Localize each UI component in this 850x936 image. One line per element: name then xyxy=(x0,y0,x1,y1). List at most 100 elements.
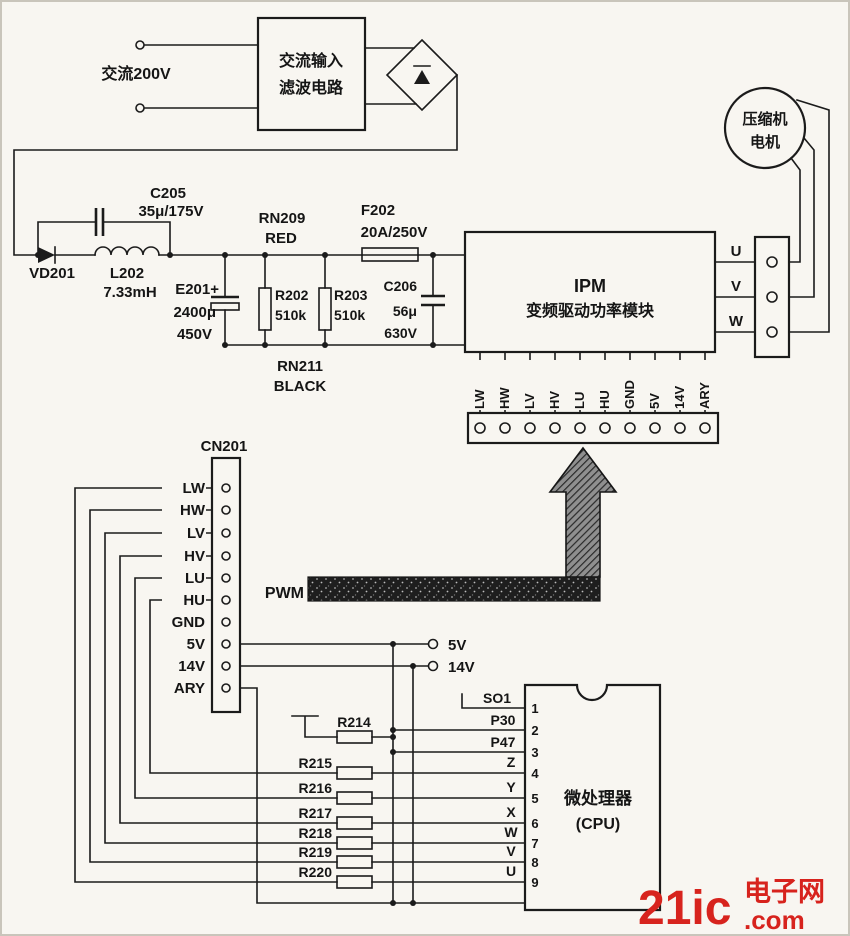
cn201-pin-14v: 14V xyxy=(178,658,205,675)
c205-value: 35μ/175V xyxy=(138,203,203,220)
l202-value: 7.33mH xyxy=(103,284,156,301)
ipm-label-line1: IPM xyxy=(574,276,606,296)
ipm-pin-label-5v: 5V xyxy=(647,393,662,409)
r202-value: 510k xyxy=(275,307,306,323)
ipm-pin-label-gnd: GND xyxy=(622,380,637,409)
cn201-pin-hu: HU xyxy=(183,592,205,609)
vd201-label: VD201 xyxy=(29,265,75,282)
cn201-pin-5v: 5V xyxy=(187,636,205,653)
p30-label: P30 xyxy=(491,712,516,728)
cpu-label-line1: 微处理器 xyxy=(563,788,633,808)
rn209-label-group: RN209 RED xyxy=(259,210,306,247)
cn201-wires xyxy=(74,487,526,904)
e201-value1: 2400μ xyxy=(173,304,216,321)
rn211-label-group: RN211 BLACK xyxy=(274,358,327,395)
cpu-pin-4: 4 xyxy=(531,766,539,781)
phase-u-label: U xyxy=(731,243,742,260)
p47-label: P47 xyxy=(491,734,516,750)
ipm-label-line2: 变频驱动功率模块 xyxy=(526,301,655,320)
cn201-pin-labels: LW HW LV HV LU HU GND 5V 14V ARY xyxy=(162,478,206,697)
l202-inductor: L202 7.33mH xyxy=(94,246,160,301)
cn201-pin-hv: HV xyxy=(184,548,205,565)
e201-label: E201+ xyxy=(175,281,219,298)
ipm-pin-label-14v: 14V xyxy=(672,386,687,409)
ipm-pin-strip: LW HW LV HV LU HU GND 5V 14V ARY xyxy=(466,351,720,445)
watermark: 21ic 电子网 .com xyxy=(638,877,825,935)
cpu-pin-3: 3 xyxy=(531,745,538,760)
r216-label: R216 xyxy=(299,780,333,796)
vd201-diode: VD201 xyxy=(29,246,96,282)
r203-label: R203 xyxy=(334,287,368,303)
r202-resistor: R202 510k xyxy=(258,254,309,346)
watermark-dianziwang: 电子网 xyxy=(744,877,825,907)
resistor-rows: R215 R216 R217 R218 R219 R220 Z Y X W V … xyxy=(299,754,518,889)
ipm-pin-labels: LW HW LV HV LU HU GND 5V 14V ARY xyxy=(472,360,713,410)
c205-capacitor: C205 35μ/175V xyxy=(37,185,204,256)
f202-label: F202 xyxy=(361,202,395,219)
f202-fuse: F202 20A/250V xyxy=(361,202,428,262)
cpu-pin-5: 5 xyxy=(531,791,538,806)
r203-resistor: R203 510k xyxy=(318,254,368,346)
watermark-com: .com xyxy=(744,905,805,935)
ipm-module: IPM 变频驱动功率模块 xyxy=(463,230,717,354)
ipm-pin-label-lu: LU xyxy=(572,392,587,409)
c206-capacitor: C206 56μ 630V xyxy=(384,254,445,346)
r203-value: 510k xyxy=(334,307,365,323)
bridge-diode-icon xyxy=(414,70,430,84)
c206-label: C206 xyxy=(384,278,418,294)
c205-label: C205 xyxy=(150,185,186,202)
r215-label: R215 xyxy=(299,755,333,771)
bridge-rectifier xyxy=(13,38,459,256)
cn201-pin-lw: LW xyxy=(183,480,206,497)
r214-network: R214 xyxy=(291,714,394,744)
phase-w-label: W xyxy=(729,313,744,330)
ipm-pin-label-hv: HV xyxy=(547,391,562,409)
r219-label: R219 xyxy=(299,844,333,860)
filter-label-line2: 滤波电路 xyxy=(279,78,344,97)
ipm-pin-label-hw: HW xyxy=(497,387,512,409)
pwm-arrow xyxy=(548,446,618,578)
power-terminals: 5V 14V xyxy=(390,637,475,906)
compressor-motor: 压缩机 电机 xyxy=(723,86,807,170)
cpu-pin-8: 8 xyxy=(531,855,538,870)
phase-connector: U V W xyxy=(714,98,830,359)
terminal-14v-label: 14V xyxy=(448,659,475,676)
e201-capacitor: E201+ 2400μ 450V xyxy=(173,254,240,346)
ipm-pin-label-lw: LW xyxy=(472,389,487,409)
r202-label: R202 xyxy=(275,287,309,303)
rn209-color: RED xyxy=(265,230,297,247)
port-z-label: Z xyxy=(507,754,516,770)
port-x-label: X xyxy=(506,804,516,820)
cn201-label: CN201 xyxy=(201,438,248,455)
so1-label: SO1 xyxy=(483,690,511,706)
cn201-pin-lv: LV xyxy=(187,525,205,542)
ac-input: 交流200V xyxy=(101,40,259,113)
r220-label: R220 xyxy=(299,864,333,880)
cpu-pin-9: 9 xyxy=(531,875,538,890)
phase-v-label: V xyxy=(731,278,741,295)
rn209-label: RN209 xyxy=(259,210,306,227)
cpu-pin-6: 6 xyxy=(531,816,538,831)
e201-value2: 450V xyxy=(177,326,212,343)
cpu-top-rows: R214 SO1 P30 P47 xyxy=(291,690,526,755)
cn201-pin-gnd: GND xyxy=(172,614,206,631)
motor-label-line2: 电机 xyxy=(750,133,780,151)
pwm-bar xyxy=(307,576,601,602)
cpu-block: 1 2 3 4 5 6 7 8 9 微处理器 (CPU) xyxy=(523,683,662,912)
r218-label: R218 xyxy=(299,825,333,841)
l202-label: L202 xyxy=(110,265,144,282)
cn201-pin-ary: ARY xyxy=(174,680,205,697)
motor-label-line1: 压缩机 xyxy=(742,110,787,128)
cn201-pin-hw: HW xyxy=(180,502,206,519)
cn201-connector: CN201 LW HW LV HV LU HU GND 5V 14V ARY xyxy=(162,438,248,714)
r217-label: R217 xyxy=(299,805,333,821)
terminal-5v-label: 5V xyxy=(448,637,466,654)
ipm-pin-label-hu: HU xyxy=(597,390,612,409)
rail-junction-dots xyxy=(35,252,436,348)
cpu-pin-1: 1 xyxy=(531,701,538,716)
f202-value: 20A/250V xyxy=(361,224,428,241)
port-u-label: U xyxy=(506,863,516,879)
